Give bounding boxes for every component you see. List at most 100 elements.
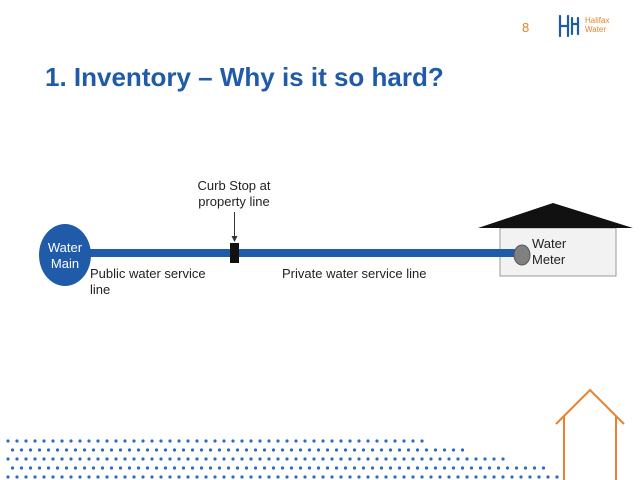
pattern-dot — [168, 475, 172, 479]
pattern-dot — [60, 457, 64, 461]
pattern-dot — [420, 475, 424, 479]
pattern-dot — [433, 466, 438, 470]
pattern-dot — [186, 457, 190, 461]
pattern-dot — [96, 439, 100, 443]
pattern-dot — [298, 448, 303, 452]
pattern-dot — [267, 439, 271, 443]
pattern-dot — [442, 466, 447, 470]
pattern-dot — [388, 466, 393, 470]
pattern-dot — [307, 448, 312, 452]
pattern-dot — [523, 466, 528, 470]
pattern-dot — [60, 475, 64, 479]
pattern-dot — [204, 475, 208, 479]
pattern-dot — [393, 475, 397, 479]
pattern-dot — [384, 439, 388, 443]
pattern-dot — [208, 448, 213, 452]
pattern-dot — [505, 466, 510, 470]
pattern-dot — [393, 457, 397, 461]
pattern-dot — [501, 475, 505, 479]
pattern-dot — [145, 466, 150, 470]
slide-title: 1. Inventory – Why is it so hard? — [45, 62, 444, 92]
pattern-dot — [6, 439, 10, 443]
pattern-dot — [483, 457, 487, 461]
pattern-dot — [105, 439, 109, 443]
pattern-dot — [42, 457, 46, 461]
pattern-dot — [532, 466, 537, 470]
pattern-dot — [181, 448, 186, 452]
pattern-dot — [375, 475, 379, 479]
pattern-dot — [64, 466, 69, 470]
pattern-dot — [217, 448, 222, 452]
pattern-dot — [312, 457, 316, 461]
pattern-dot — [510, 475, 514, 479]
pattern-dot — [339, 439, 343, 443]
pattern-dot — [91, 466, 96, 470]
pattern-dot — [384, 457, 388, 461]
pattern-dot — [118, 466, 123, 470]
pattern-dot — [366, 475, 370, 479]
water-meter-icon — [513, 244, 531, 266]
pattern-dot — [402, 457, 406, 461]
pattern-dot — [357, 475, 361, 479]
pattern-dot — [46, 448, 51, 452]
pattern-dot — [132, 439, 136, 443]
pattern-dot — [168, 439, 172, 443]
logo-text-line2: Water — [585, 25, 607, 34]
pattern-dot — [109, 448, 114, 452]
pattern-dot — [285, 439, 289, 443]
pattern-dot — [438, 475, 442, 479]
pattern-dot — [190, 466, 195, 470]
logo-text-line1: Halifax — [585, 16, 610, 25]
pattern-dot — [249, 457, 253, 461]
pattern-dot — [411, 475, 415, 479]
pattern-dot — [190, 448, 195, 452]
pattern-dot — [420, 457, 424, 461]
pattern-dot — [78, 457, 82, 461]
pattern-dot — [181, 466, 186, 470]
pattern-dot — [145, 448, 150, 452]
pattern-dot — [451, 448, 456, 452]
pattern-dot — [406, 448, 411, 452]
pattern-dot — [127, 448, 132, 452]
pattern-dot — [370, 448, 375, 452]
pattern-dot — [168, 457, 172, 461]
pattern-dot — [541, 466, 546, 470]
pattern-dot — [141, 439, 145, 443]
pattern-dot — [55, 448, 60, 452]
pattern-dot — [397, 466, 402, 470]
pattern-dot — [177, 439, 181, 443]
pattern-dot — [42, 439, 46, 443]
pattern-dot — [24, 475, 28, 479]
pattern-dot — [285, 475, 289, 479]
pattern-dot — [231, 457, 235, 461]
pattern-dot — [537, 475, 541, 479]
pattern-dot — [195, 457, 199, 461]
pattern-dot — [330, 475, 334, 479]
water-meter-label: Water Meter — [532, 236, 567, 267]
pattern-dot — [37, 466, 42, 470]
pattern-dot — [28, 448, 33, 452]
pattern-dot — [136, 448, 141, 452]
pattern-dot — [240, 439, 244, 443]
logo-text: Halifax Water — [585, 16, 609, 34]
pattern-dot — [64, 448, 69, 452]
pattern-dot — [307, 466, 312, 470]
pattern-dot — [379, 466, 384, 470]
pattern-dot — [159, 439, 163, 443]
pattern-dot — [492, 475, 496, 479]
pattern-dot — [388, 448, 393, 452]
pattern-dot — [186, 475, 190, 479]
pattern-dot — [330, 439, 334, 443]
pattern-dot — [402, 475, 406, 479]
pattern-dot — [285, 457, 289, 461]
pattern-dot — [15, 439, 19, 443]
pattern-dot — [262, 448, 267, 452]
pattern-dot — [87, 457, 91, 461]
pattern-dot — [366, 457, 370, 461]
pattern-dot — [159, 475, 163, 479]
pattern-dot — [177, 475, 181, 479]
pattern-dot — [262, 466, 267, 470]
pattern-dot — [141, 475, 145, 479]
